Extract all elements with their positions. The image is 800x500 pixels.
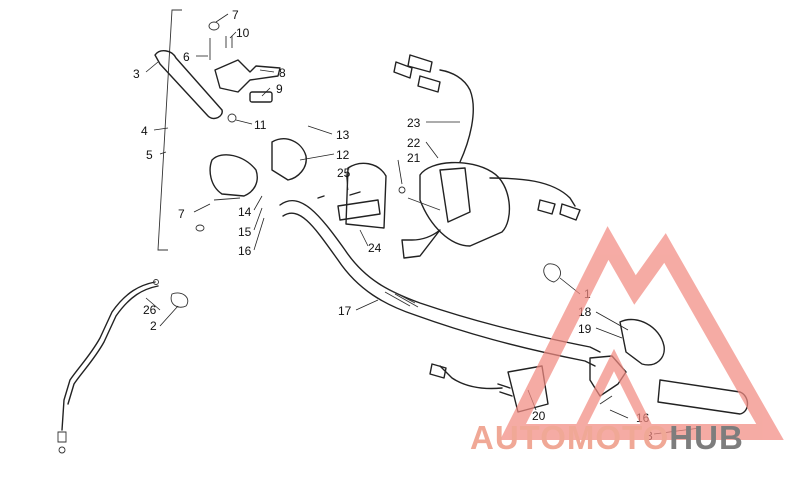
callout-20: 20	[532, 409, 546, 423]
callout-19: 19	[578, 322, 592, 336]
callout-3-left: 3	[133, 67, 140, 81]
callout-7-bottom: 7	[178, 207, 185, 221]
callout-7-top: 7	[232, 8, 239, 22]
callout-labels: 7 10 6 3 8 9 11 4 5 13 12 23 22 21 25 7 …	[133, 8, 653, 443]
handlebar	[279, 199, 601, 367]
callout-5: 5	[146, 148, 153, 162]
callout-12: 12	[336, 148, 350, 162]
watermark-text-primary: AUTOMOTO	[470, 419, 669, 456]
callout-17: 17	[338, 304, 352, 318]
callout-4: 4	[141, 124, 148, 138]
throttle-assembly	[154, 21, 361, 232]
callout-8: 8	[279, 66, 286, 80]
callout-21: 21	[407, 151, 421, 165]
callout-9: 9	[276, 82, 283, 96]
svg-text:AUTOMOTOHUB: AUTOMOTOHUB	[470, 419, 744, 456]
brake-guard	[337, 162, 387, 229]
callout-2: 2	[150, 319, 157, 333]
callout-11: 11	[254, 118, 267, 132]
watermark-text-secondary: HUB	[669, 419, 744, 456]
watermark: AUTOMOTOHUB	[470, 226, 784, 456]
switch-housing	[393, 54, 581, 259]
callout-6: 6	[183, 50, 190, 64]
callout-10: 10	[236, 26, 250, 40]
callout-13: 13	[336, 128, 350, 142]
callout-14: 14	[238, 205, 252, 219]
callout-24: 24	[368, 241, 382, 255]
group-bracket	[157, 9, 182, 251]
callout-23: 23	[407, 116, 421, 130]
callout-26: 26	[143, 303, 157, 317]
callout-16-left: 16	[238, 244, 252, 258]
throttle-cable	[57, 279, 189, 454]
callout-15: 15	[238, 225, 252, 239]
left-grip	[429, 363, 549, 413]
watermark-logo-icon	[500, 226, 784, 440]
callout-22: 22	[407, 136, 421, 150]
callout-25: 25	[337, 166, 351, 180]
